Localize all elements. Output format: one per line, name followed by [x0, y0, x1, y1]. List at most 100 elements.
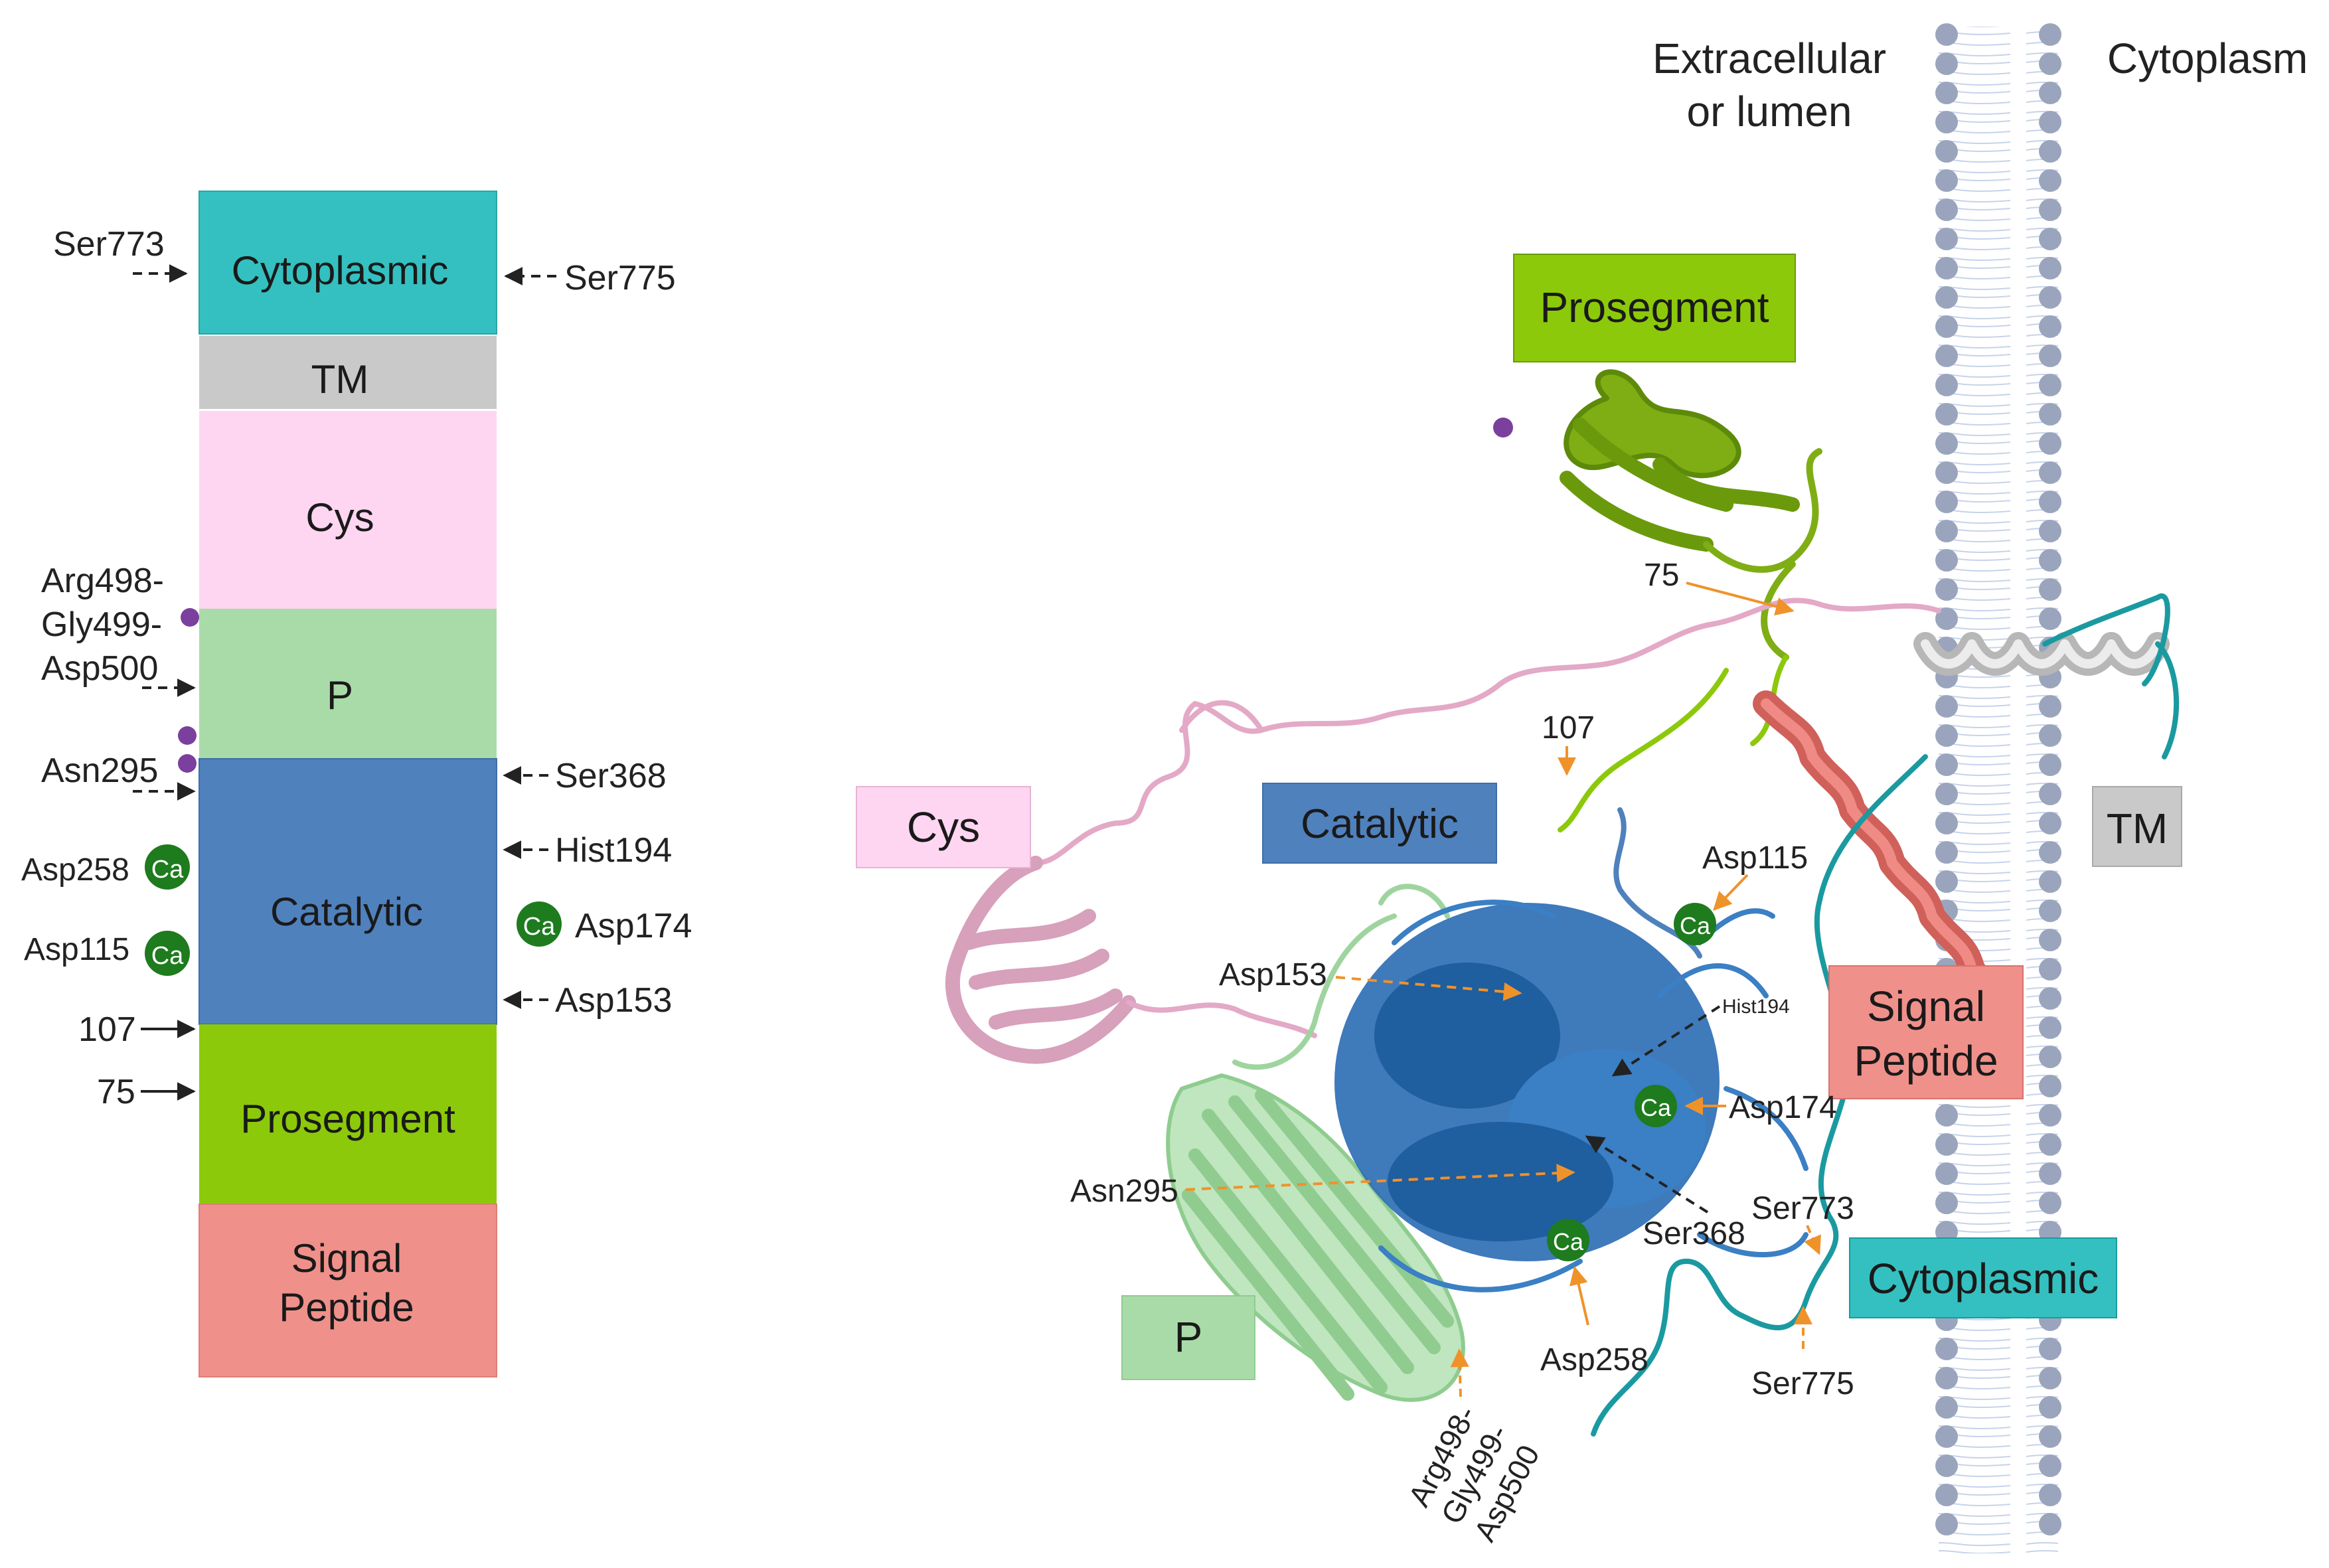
- lipid-head: [2039, 1046, 2061, 1068]
- domain-bar-annotations: Ser773 Ser775 Arg498- Gly499- Asp500 Asn…: [21, 225, 692, 1111]
- asp174-label: Asp174: [575, 907, 692, 945]
- lipid-head: [1935, 345, 1958, 367]
- ser773-arrow: [1804, 1225, 1821, 1255]
- prosegment-box-label: Prosegment: [1540, 283, 1769, 331]
- asp258-label: Asp258: [1540, 1342, 1648, 1377]
- lipid-head: [1935, 1338, 1958, 1360]
- lipid-head: [2039, 23, 2061, 46]
- lipid-head: [1935, 228, 1958, 250]
- rgd-rotated-label: Arg498- Gly499- Asp500: [1402, 1400, 1546, 1547]
- cys-cartoon: [945, 597, 1941, 1064]
- rgd-dot-icon: [181, 608, 199, 627]
- asn295-arrow: [1185, 1164, 1575, 1191]
- hist194-label: Hist194: [1722, 996, 1790, 1018]
- lipid-head: [2039, 841, 2061, 864]
- lipid-head: [1935, 52, 1958, 75]
- lipid-head: [1935, 403, 1958, 426]
- lipid-head: [1935, 578, 1958, 601]
- lipid-head: [2039, 870, 2061, 893]
- lipid-head: [2039, 783, 2061, 805]
- lipid-head: [2039, 1338, 2061, 1360]
- lipid-head: [1935, 169, 1958, 192]
- lipid-head: [2039, 1454, 2061, 1477]
- rgd-label-line3: Asp500: [41, 649, 158, 688]
- lipid-head: [2039, 987, 2061, 1010]
- catalytic-label: Catalytic: [270, 890, 423, 934]
- lipid-head: [1935, 1425, 1958, 1448]
- cytoplasmic-domain: [199, 191, 497, 335]
- ser775-label: Ser775: [564, 259, 676, 297]
- structure-labels: Prosegment Cys Catalytic TM Signal Pepti…: [856, 254, 2182, 1380]
- cytoplasmic-box-label: Cytoplasmic: [1868, 1255, 2099, 1302]
- asp115-label: Asp115: [24, 932, 129, 967]
- lipid-head: [2039, 111, 2061, 133]
- p-box-label: P: [1174, 1313, 1203, 1361]
- lipid-head: [1935, 607, 1958, 630]
- lipid-head: [2039, 1367, 2061, 1389]
- p-domain: [199, 609, 497, 759]
- p-label: P: [327, 673, 353, 718]
- lipid-head: [1935, 1162, 1958, 1185]
- prosegment-cartoon: [1558, 369, 1822, 832]
- lipid-head: [2039, 374, 2061, 396]
- lipid-head: [2039, 1104, 2061, 1127]
- catalytic-domain-cartoon: [1334, 807, 1808, 1293]
- ca-label: Ca: [523, 913, 556, 941]
- extracellular-label: Extracellular: [1652, 35, 1886, 82]
- ser775-label: Ser775: [1751, 1366, 1854, 1401]
- lipid-head: [2039, 900, 2061, 922]
- lipid-head: [1935, 82, 1958, 104]
- protein-structure: Ca Ca Ca: [945, 369, 2180, 1437]
- asp115-calcium-icon: [1674, 903, 1716, 945]
- tm-domain: [199, 336, 497, 409]
- cytoplasmic-tail: [1591, 754, 1928, 1437]
- lipid-head: [1935, 549, 1958, 572]
- prosegment-label: Prosegment: [240, 1097, 455, 1141]
- rgd-dot-icon: [1493, 418, 1513, 437]
- ca-label: Ca: [151, 942, 184, 970]
- tm-label: TM: [311, 357, 369, 402]
- ser368-label: Ser368: [1643, 1216, 1745, 1251]
- signal-box-line1: Signal: [1867, 982, 1985, 1030]
- rgd-label-line2: Gly499-: [41, 605, 162, 644]
- lipid-head: [2039, 491, 2061, 513]
- lipid-head: [1935, 1104, 1958, 1127]
- lipid-head: [2039, 1425, 2061, 1448]
- catalytic-domain: [199, 758, 497, 1025]
- lipid-head: [1935, 491, 1958, 513]
- asp153-label: Asp153: [555, 981, 672, 1020]
- lipid-head: [1935, 1133, 1958, 1156]
- lipid-head: [2039, 169, 2061, 192]
- lipid-head: [2039, 432, 2061, 455]
- signal-peptide-domain: [199, 1204, 497, 1377]
- lipid-head: [1935, 1396, 1958, 1419]
- prosegment-domain: [199, 1024, 497, 1204]
- lipid-head: [2039, 52, 2061, 75]
- asp174-calcium-icon: [1635, 1085, 1677, 1127]
- cys-domain: [199, 411, 497, 609]
- ca-label: Ca: [151, 856, 184, 884]
- signal-label-line1: Signal: [291, 1236, 402, 1281]
- lipid-head: [1935, 724, 1958, 747]
- lipid-head: [2039, 695, 2061, 718]
- catalytic-box-label: Catalytic: [1301, 801, 1459, 847]
- tm-box-label: TM: [2107, 805, 2168, 852]
- asp115-label: Asp115: [1702, 840, 1808, 876]
- cytoplasmic-box: [1849, 1237, 2117, 1318]
- lipid-head: [2039, 549, 2061, 572]
- lipid-head: [2039, 1075, 2061, 1097]
- lipid-head: [2039, 812, 2061, 834]
- asp258-label: Asp258: [21, 852, 129, 888]
- lipid-head: [2039, 958, 2061, 980]
- ca-label: Ca: [1680, 912, 1711, 939]
- lipid-head: [1935, 1513, 1958, 1535]
- lipid-head: [2039, 1513, 2061, 1535]
- lipid-head: [1935, 461, 1958, 484]
- cys-label: Cys: [305, 495, 374, 540]
- asn295-label: Asn295: [41, 751, 158, 790]
- lipid-head: [1935, 1484, 1958, 1506]
- hist194-label: Hist194: [555, 831, 672, 870]
- lipid-head: [1935, 432, 1958, 455]
- membrane-heads-inner: [2039, 23, 2061, 1535]
- tm-box: [2092, 786, 2182, 867]
